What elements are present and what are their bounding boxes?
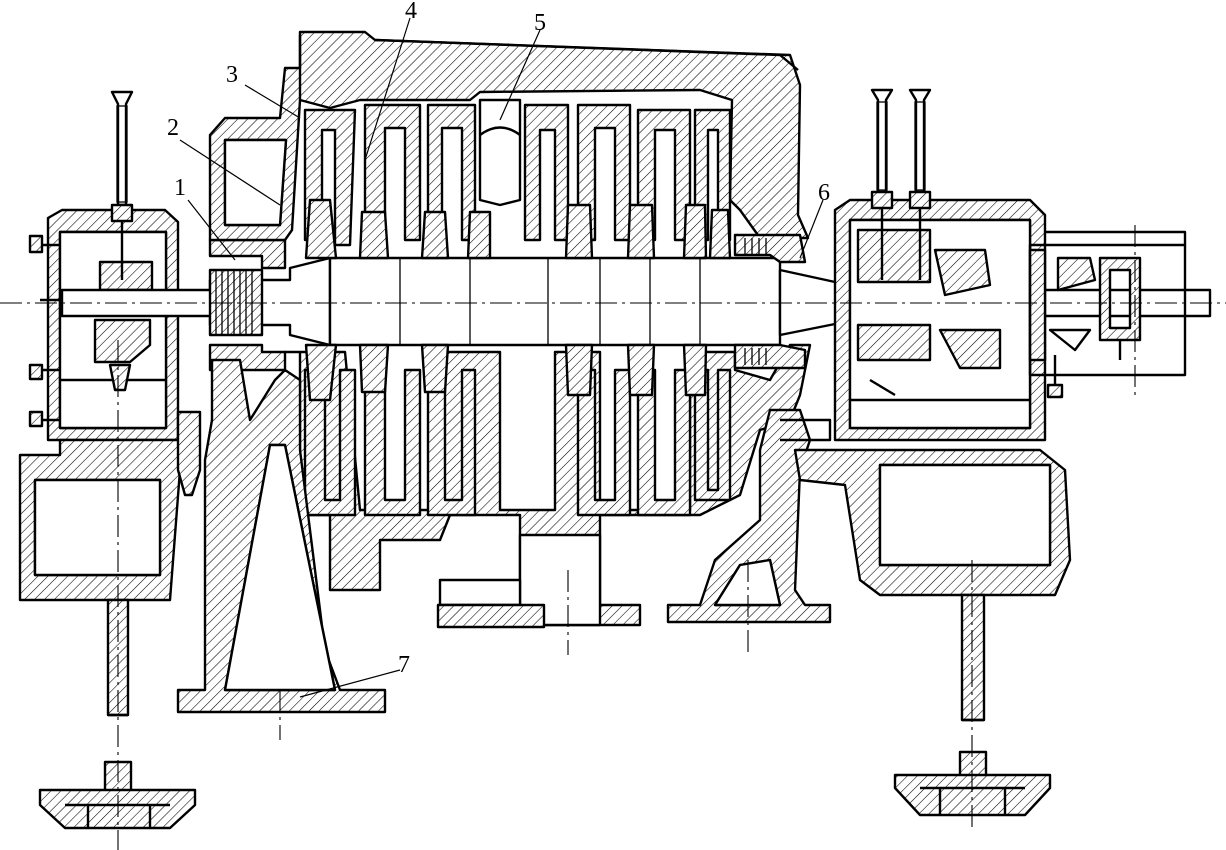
lower-stage-diaphragms [303,368,732,517]
callout-6: 6 [818,180,830,206]
left-pedestal-base [18,410,202,717]
turbine-casing-upper [208,30,810,242]
inlet-pipe-stand [176,358,387,714]
callout-labels: 1 2 3 4 5 6 7 [167,0,830,678]
right-pedestal-base [793,448,1072,722]
callout-1: 1 [174,175,186,201]
callout-leaders [179,17,824,698]
callout-4: 4 [405,0,417,24]
centerlines [0,225,1226,850]
callout-7: 7 [398,652,410,678]
left-thermometer-probe [110,90,134,280]
lower-blade-rows [304,343,708,402]
callout-3: 3 [226,62,238,88]
right-thermometer-probes [870,88,932,280]
governor-box [1028,230,1187,399]
callout-5: 5 [534,10,546,36]
right-foundation-foot [893,750,1052,817]
upper-blade-rows [304,198,732,260]
right-bearing-housing [833,198,1047,442]
left-bearing-pedestal [28,208,180,442]
rear-gland-seal [733,233,807,370]
callout-2: 2 [167,115,179,141]
